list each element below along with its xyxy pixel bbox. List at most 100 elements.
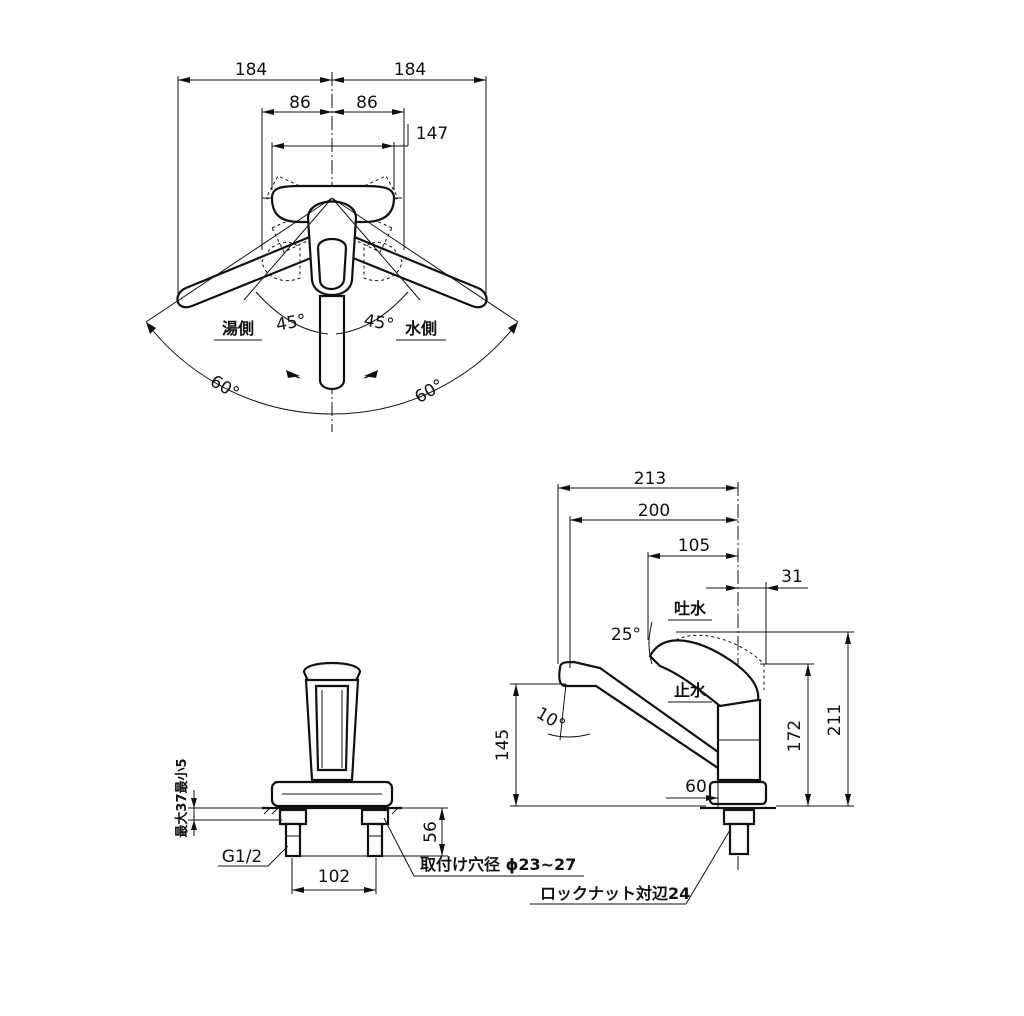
arc-60	[145, 321, 519, 415]
dim-105: 105	[678, 536, 710, 556]
dim-147: 147	[416, 124, 448, 144]
locknut-side	[722, 808, 756, 826]
leader-line	[383, 817, 415, 877]
angle-45-left: 45°	[275, 311, 308, 336]
arrow	[508, 322, 518, 334]
lever-open-position	[675, 634, 765, 690]
arrow	[726, 585, 738, 591]
hatch	[391, 807, 399, 815]
arrow	[332, 109, 344, 115]
angle-60-left: 60°	[206, 371, 242, 403]
arrow	[805, 664, 811, 676]
angle-line-left	[243, 197, 333, 301]
dim-145: 145	[493, 729, 513, 761]
spout-swivel-left	[176, 234, 317, 309]
dim-56: 56	[421, 821, 441, 843]
arrow	[191, 820, 197, 830]
arrow	[364, 370, 378, 378]
arrow	[320, 77, 332, 83]
arrow	[146, 322, 156, 334]
shank-left	[284, 822, 302, 858]
dim-102: 102	[318, 867, 350, 887]
arrow	[439, 844, 445, 856]
shank-side	[728, 822, 750, 856]
arrow	[382, 143, 394, 149]
angle-60-right: 60°	[411, 375, 447, 407]
arrow	[513, 684, 519, 696]
body-column-front	[304, 678, 360, 782]
front-view: 最大37最小5 56 G1/2 102 取付け穴径 ϕ23~27	[174, 662, 584, 894]
locknut-left	[278, 808, 308, 826]
angle-line-left-outer	[145, 197, 333, 323]
angle-line-right	[331, 197, 421, 301]
dim-172: 172	[785, 720, 805, 752]
leader-line	[363, 373, 377, 379]
leader-line	[267, 845, 289, 867]
arrow	[845, 632, 851, 644]
arrow	[845, 794, 851, 806]
dim-86-left: 86	[289, 93, 311, 113]
angle-45-right: 45°	[362, 311, 395, 336]
dim-184-right: 184	[394, 60, 426, 80]
arrow	[474, 77, 486, 83]
arrow	[320, 109, 332, 115]
arrow	[332, 77, 344, 83]
shank-right	[366, 822, 384, 858]
dim-31: 31	[781, 567, 803, 587]
angle-25: 25°	[611, 625, 641, 645]
spout-swivel-right	[347, 234, 488, 309]
arrow	[726, 485, 738, 491]
arrow	[558, 485, 570, 491]
dim-184-left: 184	[235, 60, 267, 80]
top-view: 184 184 86 86 147	[145, 60, 519, 432]
arrow	[178, 77, 190, 83]
leader-line	[287, 373, 301, 379]
arrow	[191, 798, 197, 808]
label-cold-side: 水側	[405, 319, 437, 338]
dim-60: 60	[685, 777, 707, 797]
side-view: 213 200 105 31 吐水 止水 25° 10°	[493, 469, 854, 905]
arrow	[262, 109, 274, 115]
lever-position-rotated-left	[265, 175, 393, 253]
locknut-right	[360, 808, 390, 826]
dim-thread: G1/2	[222, 847, 263, 867]
base-side	[708, 780, 768, 806]
leader-line	[685, 829, 731, 905]
arrow	[286, 370, 300, 378]
lever-position-rotated-right	[271, 175, 399, 253]
arrow	[805, 794, 811, 806]
hatch	[271, 807, 279, 815]
spout-top	[318, 294, 346, 391]
hatch	[263, 807, 271, 815]
label-spout-open: 吐水	[674, 599, 707, 618]
arc-10	[547, 733, 591, 738]
arrow	[706, 795, 718, 801]
label-spout-close: 止水	[674, 681, 707, 700]
arrow	[726, 553, 738, 559]
note-mount-hole: 取付け穴径 ϕ23~27	[420, 855, 576, 874]
dim-200: 200	[638, 501, 670, 521]
arrow	[648, 553, 660, 559]
label-hot-side: 湯側	[222, 319, 254, 338]
dim-211: 211	[825, 704, 845, 736]
note-locknut: ロックナット対辺24	[540, 884, 690, 903]
arrow	[392, 109, 404, 115]
lever-side	[648, 639, 760, 708]
arrow	[766, 585, 778, 591]
body-inner-front	[314, 684, 350, 772]
arrow	[726, 517, 738, 523]
dim-213: 213	[634, 469, 666, 489]
arrow	[439, 808, 445, 820]
arrow	[513, 794, 519, 806]
lever-grip-top	[316, 237, 348, 291]
arc-45-left	[255, 291, 329, 335]
arrow	[570, 517, 582, 523]
arrow	[272, 143, 284, 149]
arrow	[364, 887, 376, 893]
angle-line	[559, 683, 567, 741]
arrow	[292, 887, 304, 893]
arc-25	[648, 621, 653, 665]
arc-45-right	[335, 291, 409, 335]
angle-line-right-outer	[331, 197, 519, 323]
